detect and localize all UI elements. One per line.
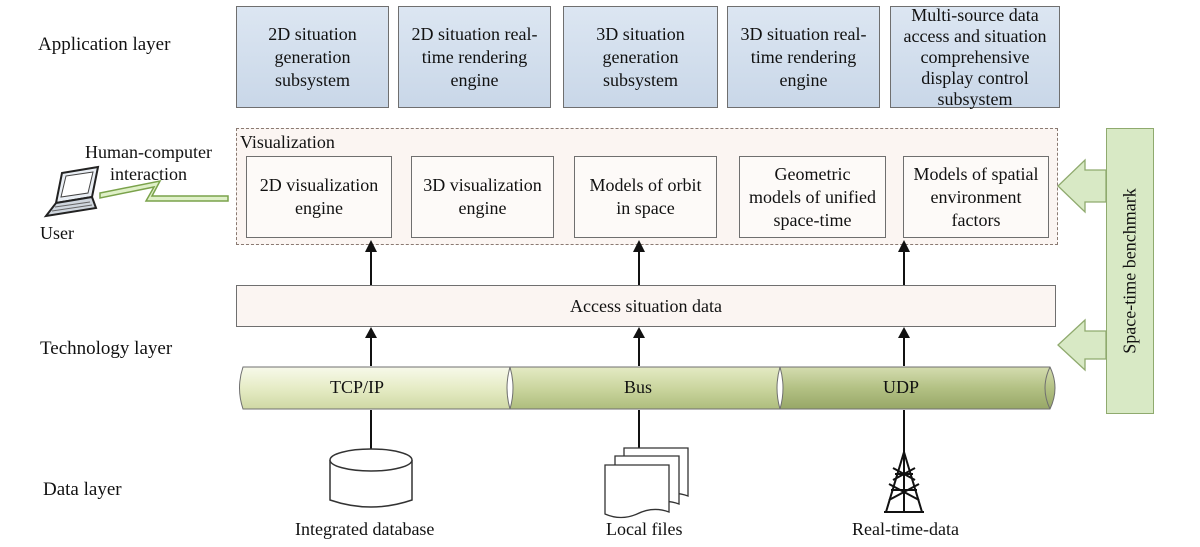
user-label: User bbox=[40, 223, 74, 243]
box-line: engine bbox=[458, 198, 507, 218]
pipe-label-tcpip: TCP/IP bbox=[330, 377, 385, 397]
box-line: 2D situation bbox=[268, 23, 357, 44]
lightning-icon bbox=[99, 179, 229, 202]
visualization-title: Visualization bbox=[240, 132, 335, 152]
communication-pipe bbox=[239, 366, 1056, 410]
benchmark-arrow-lower bbox=[1057, 318, 1107, 372]
box-line: 3D situation bbox=[596, 23, 685, 44]
box-line: subsystem bbox=[274, 69, 350, 90]
arrow-access-to-vis-1 bbox=[365, 240, 377, 285]
box-line: time rendering bbox=[421, 46, 528, 67]
box-line: Models of spatial bbox=[913, 163, 1039, 184]
box-line: subsystem bbox=[602, 69, 678, 90]
box-line: environment bbox=[930, 186, 1022, 207]
vis-box-2d-engine: 2D visualization engine bbox=[246, 156, 392, 238]
arrow-access-to-vis-2 bbox=[633, 240, 645, 285]
hci-label: Human-computer interaction bbox=[85, 141, 212, 185]
box-line: in space bbox=[616, 198, 675, 218]
box-line: space-time bbox=[773, 209, 852, 230]
laptop-icon bbox=[43, 165, 100, 218]
data-label-realtime: Real-time-data bbox=[852, 519, 959, 539]
box-line: time rendering bbox=[750, 46, 857, 67]
data-label-files: Local files bbox=[606, 519, 683, 539]
application-layer-label: Application layer bbox=[38, 34, 171, 55]
hci-line: interaction bbox=[110, 164, 187, 184]
box-line: 3D situation real- bbox=[740, 23, 867, 44]
data-label-database: Integrated database bbox=[295, 519, 435, 539]
box-line: 2D situation real- bbox=[411, 23, 538, 44]
access-situation-data-box: Access situation data bbox=[236, 285, 1056, 327]
pipe-label-udp: UDP bbox=[883, 377, 920, 397]
box-line: engine bbox=[295, 198, 343, 218]
box-line: comprehensive bbox=[920, 46, 1030, 67]
tower-icon bbox=[884, 451, 924, 513]
arrow-pipe-to-access-1 bbox=[365, 327, 377, 366]
vis-box-orbit-models: Models of orbit in space bbox=[574, 156, 717, 238]
box-line: 3D visualization bbox=[423, 175, 542, 195]
data-layer-label: Data layer bbox=[43, 479, 122, 500]
hci-line: Human-computer bbox=[85, 142, 212, 162]
technology-layer-label: Technology layer bbox=[40, 338, 173, 359]
box-line: Models of orbit bbox=[589, 175, 702, 195]
benchmark-arrow-upper bbox=[1057, 158, 1107, 214]
vis-box-3d-engine: 3D visualization engine bbox=[411, 156, 554, 238]
box-line: 2D visualization bbox=[259, 175, 379, 195]
box-line: display control bbox=[921, 67, 1029, 88]
space-time-benchmark-bar: Space-time benchmark bbox=[1106, 128, 1154, 414]
box-line: access and situation bbox=[903, 25, 1047, 46]
box-line: subsystem bbox=[937, 88, 1013, 109]
files-icon bbox=[604, 447, 689, 519]
box-line: generation bbox=[602, 46, 679, 67]
arrow-pipe-to-access-3 bbox=[898, 327, 910, 366]
arrow-access-to-vis-3 bbox=[898, 240, 910, 285]
box-line: Multi-source data bbox=[911, 4, 1039, 25]
box-line: engine bbox=[779, 69, 828, 90]
pipe-label-bus: Bus bbox=[624, 377, 653, 397]
arrow-pipe-to-access-2 bbox=[633, 327, 645, 366]
database-icon bbox=[329, 448, 413, 508]
box-line: factors bbox=[951, 209, 1001, 230]
box-line: generation bbox=[274, 46, 351, 67]
box-line: models of unified bbox=[749, 186, 876, 207]
box-line: engine bbox=[450, 69, 499, 90]
box-line: Geometric bbox=[774, 163, 851, 184]
